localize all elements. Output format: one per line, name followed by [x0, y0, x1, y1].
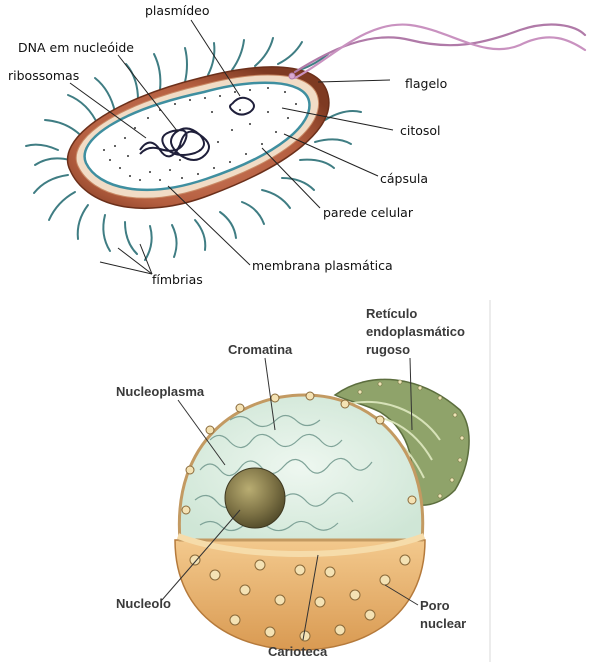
label-chromatin: Cromatina [228, 342, 293, 357]
label-nucleoplasm: Nucleoplasma [116, 384, 205, 399]
flagellum-shape [289, 25, 585, 79]
label-nucleoid-dna: DNA em nucleóide [18, 40, 134, 55]
label-karyotheca: Carioteca [268, 644, 328, 659]
label-plasma-membrane: membrana plasmática [252, 258, 393, 273]
nucleus-diagram: Cromatina Retículo endoplasmático rugoso… [100, 300, 490, 662]
label-rough-er-1: Retículo [366, 306, 417, 321]
label-plasmid: plasmídeo [145, 3, 210, 18]
label-cell-wall: parede celular [323, 205, 414, 220]
label-pore-1: Poro [420, 598, 450, 613]
label-nucleolus: Nucleolo [116, 596, 171, 611]
nucleolus-shape [225, 468, 285, 528]
label-pore-2: nuclear [420, 616, 466, 631]
label-rough-er-2: endoplasmático [366, 324, 465, 339]
label-cytosol: citosol [400, 123, 441, 138]
label-fimbriae: fímbrias [152, 272, 203, 287]
label-flagellum: flagelo [405, 76, 447, 91]
label-ribosomes: ribossomas [8, 68, 79, 83]
bacterium-diagram: plasmídeo DNA em nucleóide ribossomas fl… [8, 3, 585, 287]
label-capsule: cápsula [380, 171, 428, 186]
label-rough-er-3: rugoso [366, 342, 410, 357]
plasma-membrane-shape [85, 83, 310, 190]
